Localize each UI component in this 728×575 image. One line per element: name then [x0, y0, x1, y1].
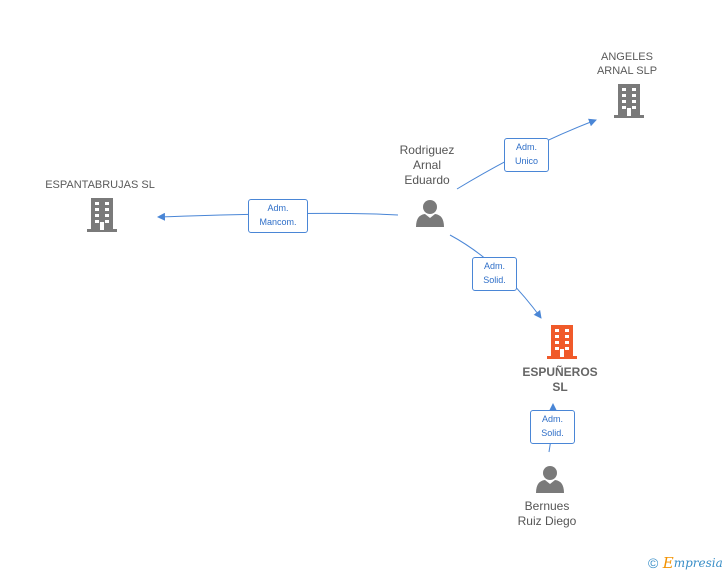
copyright-symbol: © [648, 555, 659, 571]
edge-label-adm-mancom[interactable]: Adm. Mancom. [248, 199, 308, 233]
building-icon[interactable] [546, 325, 578, 359]
person-icon[interactable] [535, 465, 565, 493]
brand-logo-initial: E [662, 554, 674, 572]
building-icon[interactable] [86, 198, 118, 232]
bernues-label: Bernues Ruiz Diego [517, 499, 577, 528]
edge-label-adm-solid[interactable]: Adm. Solid. [472, 257, 517, 291]
edge-label-adm-unico[interactable]: Adm. Unico [504, 138, 549, 172]
person-icon[interactable] [415, 199, 445, 227]
building-icon[interactable] [613, 84, 645, 118]
edge-label-adm-solid[interactable]: Adm. Solid. [530, 410, 575, 444]
espantabrujas-label: ESPANTABRUJAS SL [45, 179, 155, 191]
rodriguez-label: Rodriguez Arnal Eduardo [399, 143, 455, 187]
footer-brand: © Empresia [648, 554, 723, 574]
angeles-label: ANGELES ARNAL SLP [596, 51, 658, 77]
espuneros-label: ESPUÑEROS SL [522, 365, 598, 394]
brand-logo-text: mpresia [673, 556, 723, 570]
